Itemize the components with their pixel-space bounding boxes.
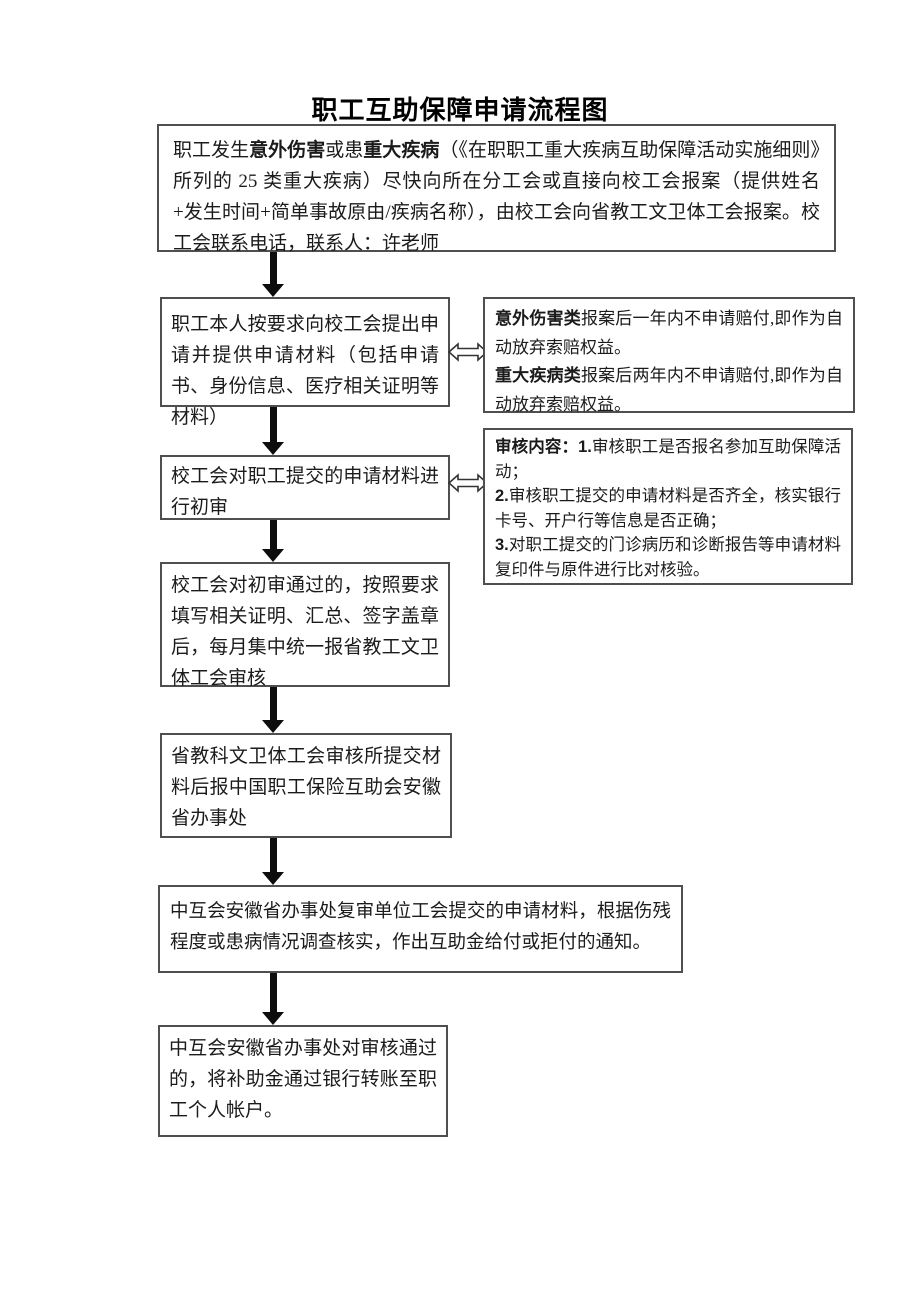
- arrow-head: [262, 442, 284, 455]
- arrow-stem: [269, 407, 277, 442]
- arrow-head: [262, 1012, 284, 1025]
- text-run: 审核职工是否报名参加互助保障活动；: [495, 437, 842, 481]
- down-arrow-2: [262, 407, 284, 455]
- double-arrow-apply-note: [448, 342, 488, 362]
- text-run: 中互会安徽省办事处对审核通过的，将补助金通过银行转账至职工个人帐户。: [169, 1038, 437, 1121]
- down-arrow-6: [262, 973, 284, 1025]
- arrow-stem: [269, 838, 277, 872]
- arrow-head: [262, 720, 284, 733]
- arrow-stem: [269, 520, 277, 549]
- text-run-bold: 重大疾病: [363, 140, 440, 161]
- text-run: （《在职职工重大疾病互助保障活动实施细则》所列的 25 类重大疾病）尽快向所在分…: [173, 140, 820, 254]
- flow-box-provincial-review: 省教科文卫体工会审核所提交材料后报中国职工保险互助会安徽省办事处: [160, 733, 452, 838]
- text-run: 校工会对职工提交的申请材料进行初审: [171, 466, 439, 518]
- text-run: 职工发生: [173, 140, 250, 161]
- arrow-stem: [269, 687, 277, 720]
- text-run: 审核职工提交的申请材料是否齐全，核实银行卡号、开户行等信息是否正确；: [495, 486, 841, 530]
- arrow-stem: [269, 252, 277, 284]
- text-run-bold: 1.: [578, 438, 592, 456]
- text-run: 报案后两年内不申请赔付,即作为自动放弃索赔权益。: [495, 366, 843, 414]
- arrow-head: [262, 549, 284, 562]
- text-run-bold: 重大疾病类: [495, 366, 581, 385]
- down-arrow-1: [262, 252, 284, 297]
- text-run-bold: 审核内容：: [495, 438, 579, 456]
- flow-box-incident-report: 职工发生意外伤害或患重大疾病（《在职职工重大疾病互助保障活动实施细则》所列的 2…: [157, 124, 836, 254]
- text-run-bold: 2.: [495, 487, 509, 505]
- flow-box-payment-transfer: 中互会安徽省办事处对审核通过的，将补助金通过银行转账至职工个人帐户。: [158, 1025, 448, 1137]
- text-run-bold: 意外伤害类: [495, 309, 581, 328]
- arrow-head: [262, 284, 284, 297]
- double-arrow-review-note: [448, 473, 488, 493]
- text-run: 或患: [325, 140, 364, 161]
- note-box-claim-deadline: 意外伤害类报案后一年内不申请赔付,即作为自动放弃索赔权益。 重大疾病类报案后两年…: [483, 297, 855, 414]
- text-run-bold: 3.: [495, 536, 509, 554]
- text-run: 职工本人按要求向校工会提出申请并提供申请材料（包括申请书、身份信息、医疗相关证明…: [171, 314, 439, 428]
- arrow-stem: [269, 973, 277, 1012]
- arrow-head: [262, 872, 284, 885]
- down-arrow-4: [262, 687, 284, 733]
- text-run: 报案后一年内不申请赔付,即作为自动放弃索赔权益。: [495, 309, 843, 357]
- note-box-review-content: 审核内容：1.审核职工是否报名参加互助保障活动； 2.审核职工提交的申请材料是否…: [483, 428, 853, 585]
- page-title: 职工互助保障申请流程图: [311, 95, 609, 125]
- down-arrow-5: [262, 838, 284, 885]
- text-run: 省教科文卫体工会审核所提交材料后报中国职工保险互助会安徽省办事处: [171, 746, 441, 829]
- flow-box-final-decision: 中互会安徽省办事处复审单位工会提交的申请材料，根据伤残程度或患病情况调查核实，作…: [158, 885, 683, 973]
- text-run-bold: 意外伤害: [249, 140, 326, 161]
- down-arrow-3: [262, 520, 284, 562]
- flow-box-initial-review: 校工会对职工提交的申请材料进行初审: [160, 455, 450, 520]
- text-run: 中互会安徽省办事处复审单位工会提交的申请材料，根据伤残程度或患病情况调查核实，作…: [170, 902, 671, 953]
- text-run: 校工会对初审通过的，按照要求填写相关证明、汇总、签字盖章后，每月集中统一报省教工…: [171, 575, 439, 689]
- text-run: 对职工提交的门诊病历和诊断报告等申请材料复印件与原件进行比对核验。: [495, 535, 841, 579]
- flow-box-submit-application: 职工本人按要求向校工会提出申请并提供申请材料（包括申请书、身份信息、医疗相关证明…: [160, 297, 450, 428]
- flow-box-summarize-report: 校工会对初审通过的，按照要求填写相关证明、汇总、签字盖章后，每月集中统一报省教工…: [160, 562, 450, 689]
